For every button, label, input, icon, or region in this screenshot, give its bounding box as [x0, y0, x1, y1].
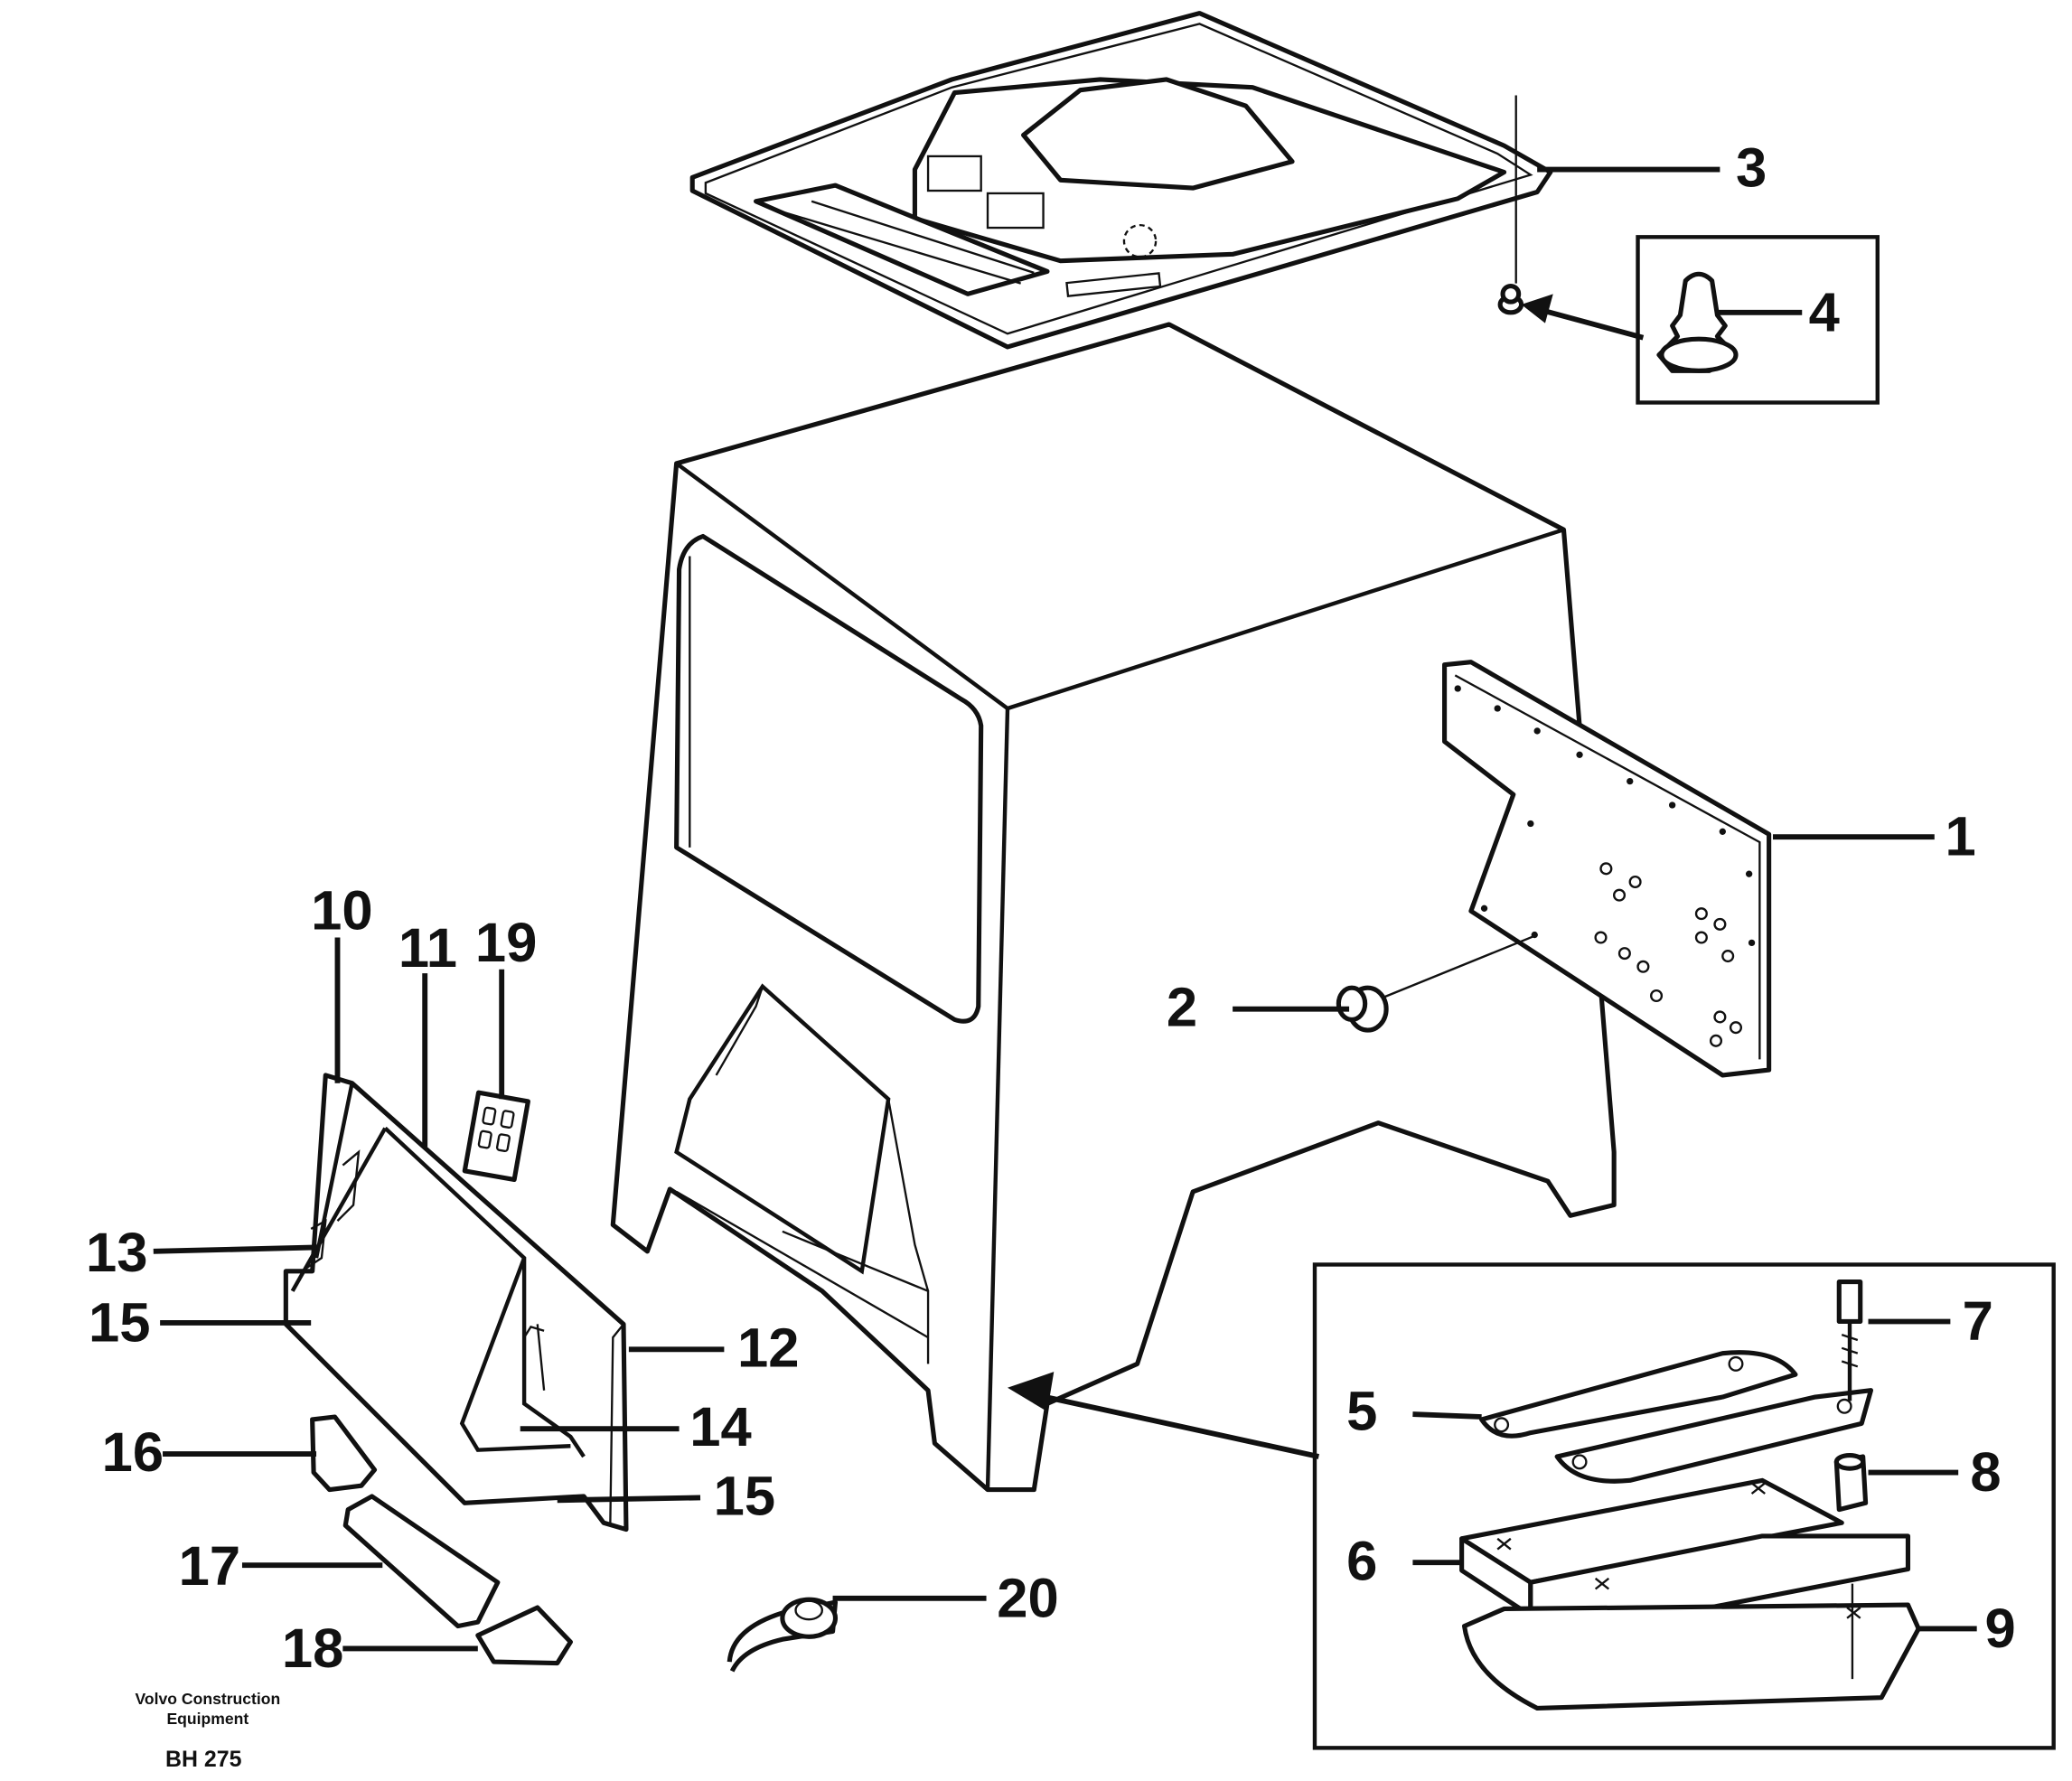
side-plate — [1442, 660, 1772, 1078]
callout-3: 3 — [1736, 137, 1767, 200]
callout-16: 16 — [102, 1421, 164, 1484]
callout-15-lower: 15 — [714, 1465, 775, 1527]
console-assembly — [283, 1073, 629, 1533]
callout-2: 2 — [1167, 977, 1197, 1039]
leader-5 — [1412, 1411, 1482, 1420]
roof-panel — [689, 11, 1553, 350]
callout-17: 17 — [179, 1535, 240, 1598]
publisher-caption: Volvo Construction Equipment BH 275 — [135, 1690, 280, 1772]
callout-13: 13 — [86, 1222, 147, 1284]
small-parts — [310, 1414, 839, 1673]
callout-14: 14 — [689, 1396, 751, 1458]
callout-10: 10 — [311, 880, 372, 942]
callout-4: 4 — [1809, 281, 1840, 343]
cab-body — [610, 322, 1617, 1493]
callout-5: 5 — [1346, 1381, 1377, 1443]
leader-lines — [153, 166, 1977, 1652]
leader-13 — [153, 1244, 317, 1254]
caption-line-2: Equipment — [166, 1710, 248, 1728]
callout-12: 12 — [737, 1317, 799, 1379]
callout-6: 6 — [1346, 1530, 1377, 1592]
callout-9: 9 — [1984, 1598, 2015, 1660]
callout-11: 11 — [398, 917, 457, 980]
callout-1: 1 — [1945, 806, 1976, 868]
callout-labels: 1 2 3 4 5 6 7 8 9 10 11 12 13 14 15 15 1… — [86, 137, 2016, 1680]
caption-code: BH 275 — [165, 1747, 242, 1772]
mount-kit-inset — [1007, 1262, 2056, 1750]
callout-15: 15 — [89, 1291, 150, 1354]
plug-inset — [1497, 95, 1880, 405]
callout-8: 8 — [1970, 1441, 2001, 1504]
caption-line-1: Volvo Construction — [135, 1690, 280, 1708]
callout-18: 18 — [282, 1617, 343, 1680]
leader-15b — [557, 1495, 701, 1504]
callout-20: 20 — [997, 1567, 1058, 1629]
callout-19: 19 — [475, 912, 537, 974]
callout-7: 7 — [1963, 1290, 1993, 1353]
